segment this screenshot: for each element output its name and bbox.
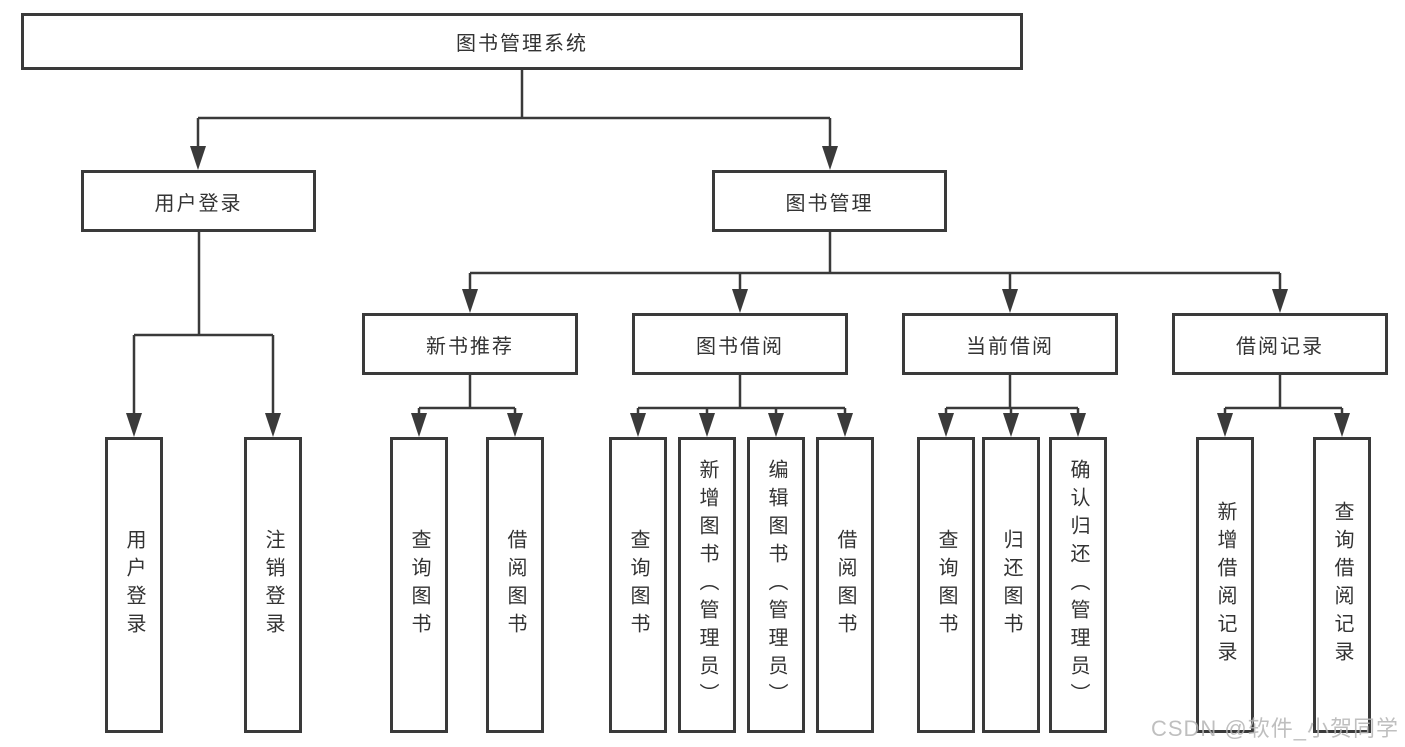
leaf-query-books-borrowing: 查询图书 xyxy=(609,437,667,733)
node-current-borrowing: 当前借阅 xyxy=(902,313,1118,375)
node-book-borrowing: 图书借阅 xyxy=(632,313,848,375)
leaf-confirm-return-admin: 确认归还（管理员） xyxy=(1049,437,1107,733)
leaf-query-borrow-record: 查询借阅记录 xyxy=(1313,437,1371,733)
leaf-return-books: 归还图书 xyxy=(982,437,1040,733)
node-borrowing-records: 借阅记录 xyxy=(1172,313,1388,375)
node-book-management: 图书管理 xyxy=(712,170,947,232)
node-user-login: 用户登录 xyxy=(81,170,316,232)
leaf-add-books-admin: 新增图书（管理员） xyxy=(678,437,736,733)
leaf-edit-books-admin: 编辑图书（管理员） xyxy=(747,437,805,733)
node-new-book-recommend: 新书推荐 xyxy=(362,313,578,375)
leaf-logout: 注销登录 xyxy=(244,437,302,733)
leaf-borrow-books-recommend: 借阅图书 xyxy=(486,437,544,733)
leaf-query-books-current: 查询图书 xyxy=(917,437,975,733)
leaf-user-login: 用户登录 xyxy=(105,437,163,733)
node-library-management-system: 图书管理系统 xyxy=(21,13,1023,70)
leaf-borrow-books: 借阅图书 xyxy=(816,437,874,733)
leaf-query-books-recommend: 查询图书 xyxy=(390,437,448,733)
csdn-watermark: CSDN @软件_小贺同学 xyxy=(1150,716,1399,741)
leaf-add-borrow-record: 新增借阅记录 xyxy=(1196,437,1254,733)
